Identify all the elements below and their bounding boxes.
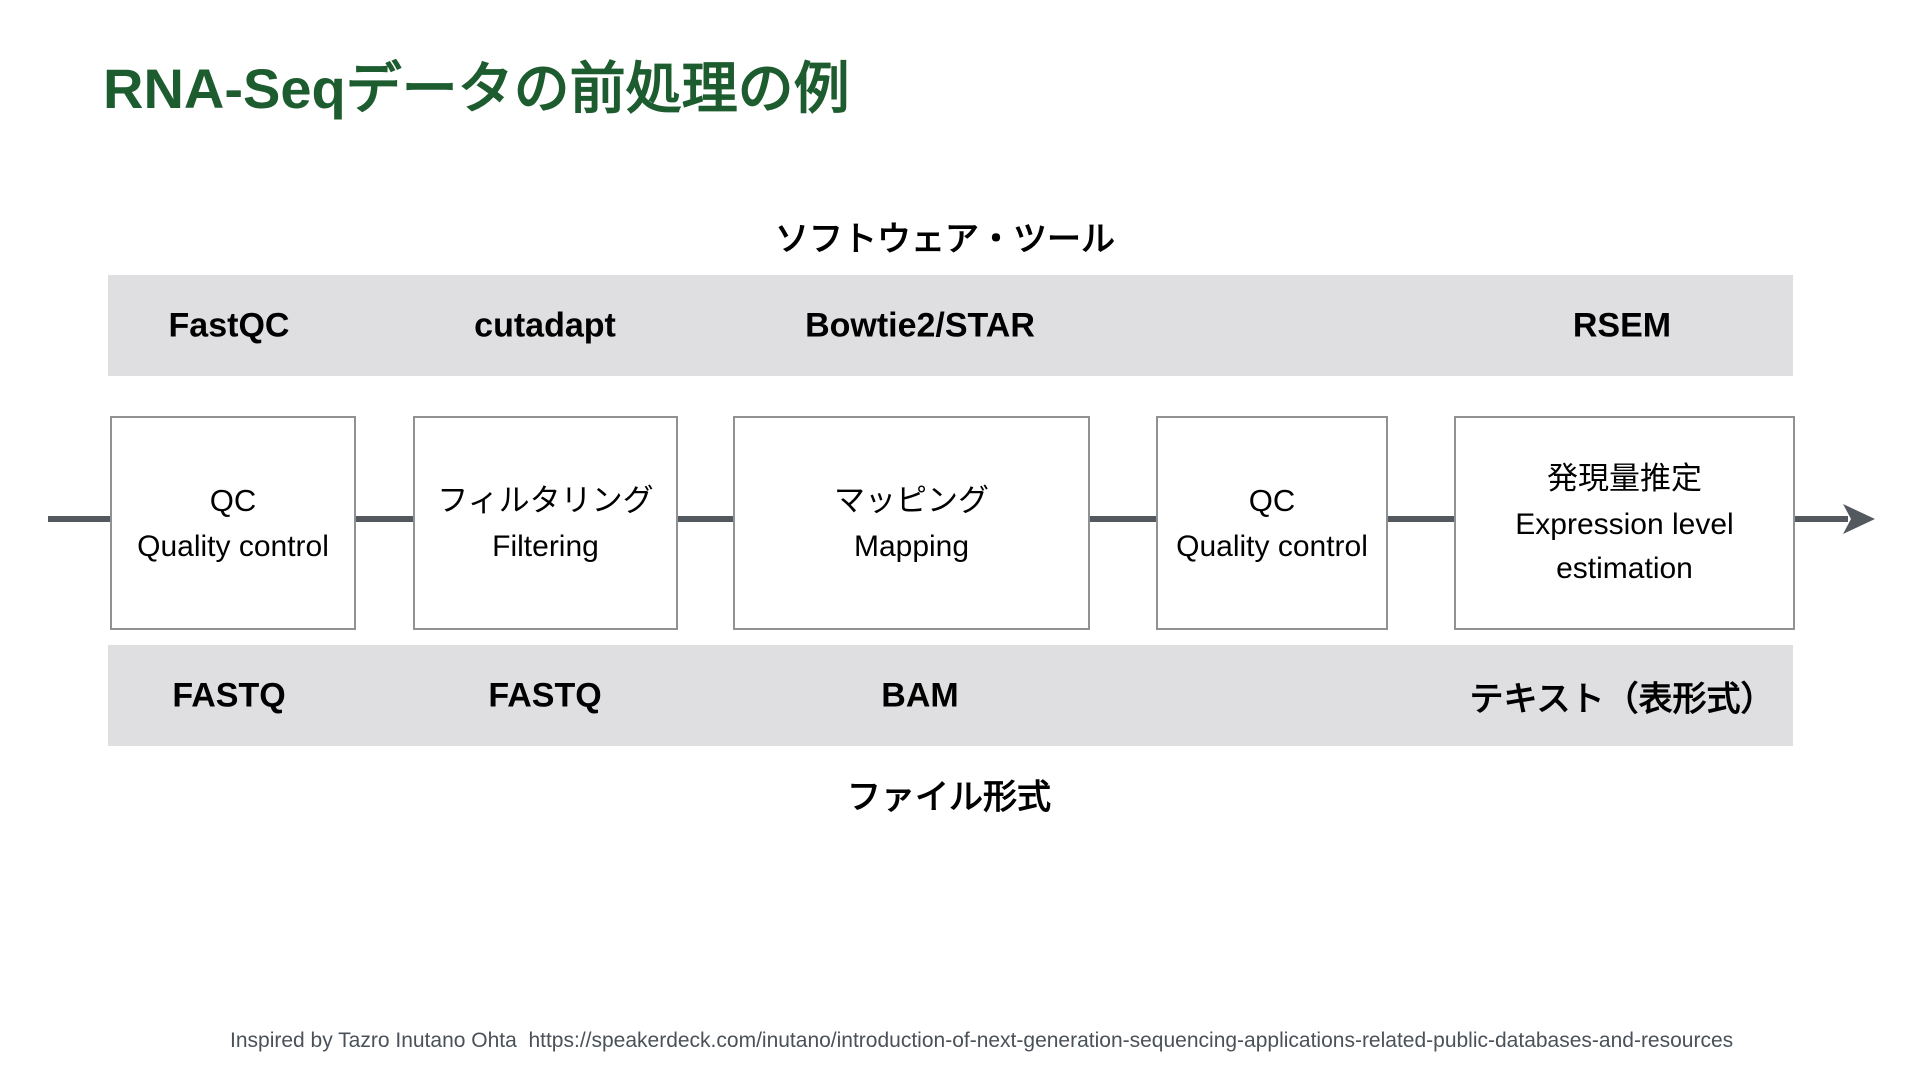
step-box-qc-1: QC Quality control	[110, 416, 356, 630]
step-title: QC	[1248, 483, 1296, 518]
tool-label-cutadapt: cutadapt	[474, 306, 616, 344]
software-tools-bar: FastQC cutadapt Bowtie2/STAR RSEM	[108, 275, 1793, 376]
file-format-label: ファイル形式	[847, 778, 1051, 817]
software-tools-label: ソフトウェア・ツール	[775, 220, 1115, 259]
format-label-fastq-2: FASTQ	[488, 676, 602, 714]
step-subtitle: Mapping	[853, 530, 970, 563]
tool-label-rsem: RSEM	[1572, 306, 1672, 344]
tool-label-fastqc: FastQC	[168, 306, 290, 344]
step-subtitle: Filtering	[492, 530, 599, 563]
flow-arrowhead-icon	[1843, 504, 1875, 534]
step-subtitle: Quality control	[1176, 530, 1368, 563]
page-title: RNA-Seqデータの前処理の例	[103, 57, 850, 120]
file-format-bar: FASTQ FASTQ BAM テキスト（表形式）	[108, 645, 1793, 746]
format-label-fastq-1: FASTQ	[172, 676, 286, 714]
step-title: QC	[209, 483, 257, 518]
credit-text: Inspired by Tazro Inutano Ohta https://s…	[230, 1029, 1734, 1052]
step-title: マッピング	[834, 483, 989, 518]
format-label-bam: BAM	[881, 676, 959, 714]
step-box-qc-2: QC Quality control	[1156, 416, 1388, 630]
step-subtitle: Expression level estimation	[1515, 508, 1734, 585]
step-box-mapping: マッピング Mapping	[733, 416, 1090, 630]
step-box-expression-estimation: 発現量推定 Expression level estimation	[1454, 416, 1795, 630]
step-title: フィルタリング	[437, 483, 654, 518]
tool-label-bowtie2-star: Bowtie2/STAR	[805, 306, 1035, 344]
step-box-filtering: フィルタリング Filtering	[413, 416, 678, 630]
format-label-text-table: テキスト（表形式）	[1469, 680, 1775, 718]
step-subtitle: Quality control	[137, 530, 329, 563]
step-title: 発現量推定	[1547, 461, 1702, 496]
